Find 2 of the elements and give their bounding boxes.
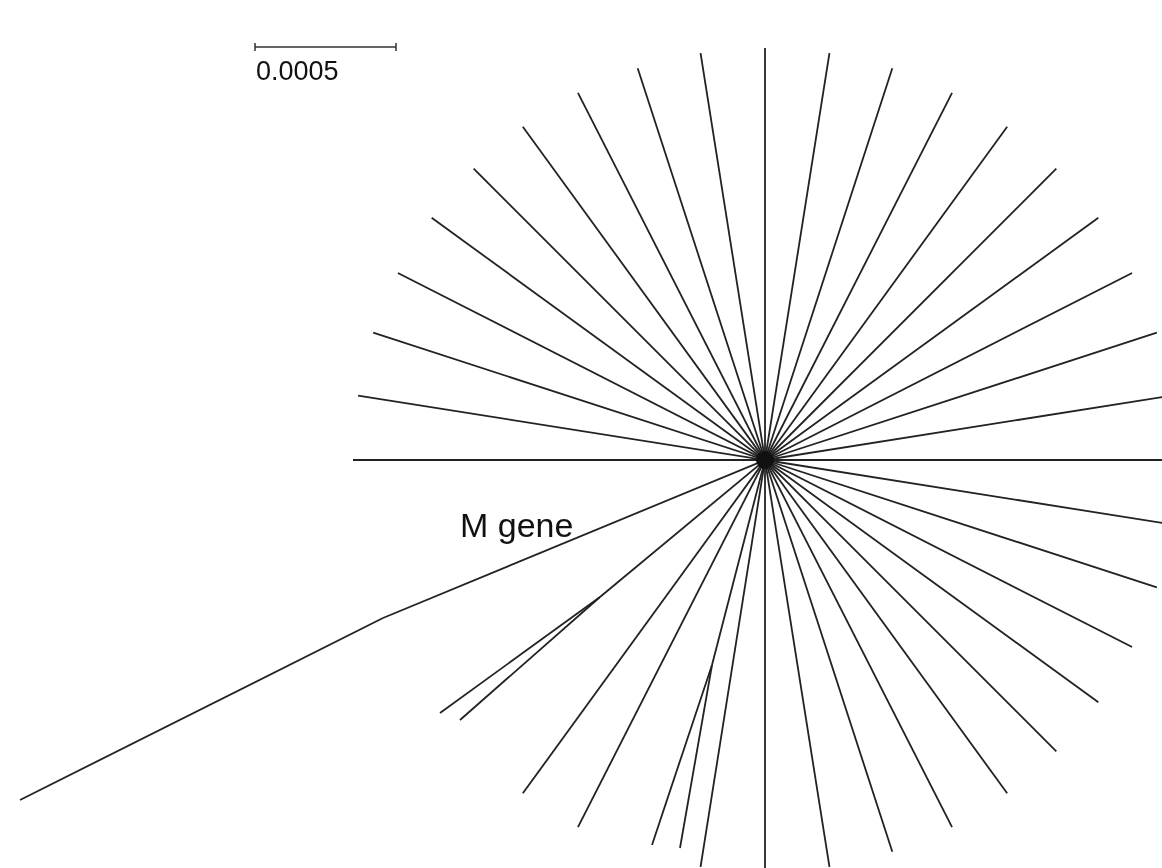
scale-value: 0.0005 (256, 58, 339, 85)
gene-label: M gene (460, 508, 574, 542)
